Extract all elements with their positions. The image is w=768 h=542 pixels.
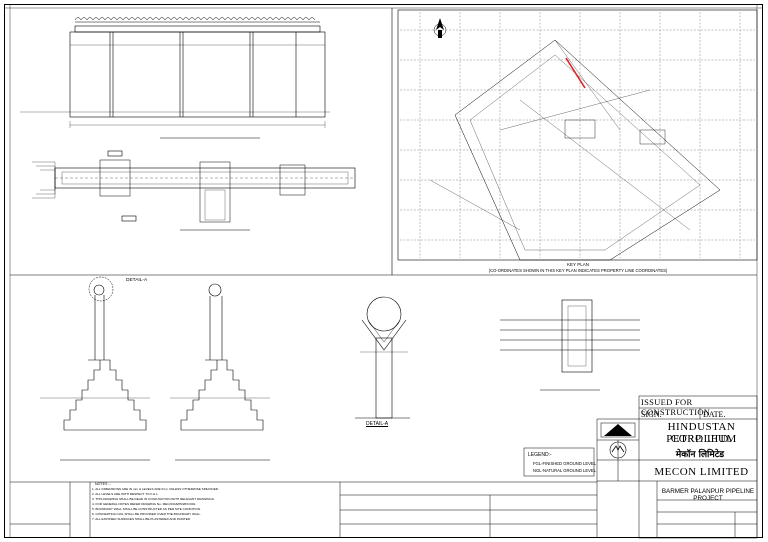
title-block-lines — [10, 395, 758, 539]
client-name-line1: HINDUSTAN PETROLEUM — [666, 421, 737, 445]
note-line: 4. FOR GENERAL NOTES REFER DRAWING No. M… — [92, 502, 197, 506]
key-plan-frame — [397, 9, 758, 261]
note-line: 1. ALL DIMENSIONS ARE IN mm & LEVELS ARE… — [92, 487, 219, 491]
section-pillar-left — [40, 276, 150, 461]
detail-a-title: DETAIL-A — [366, 421, 389, 427]
notes-header: NOTES :- — [95, 482, 111, 486]
project-name-line1: BARMER PALANPUR PIPELINE — [661, 488, 755, 495]
consultant-name-hindi: मेकॉन लिमिटेड — [675, 450, 725, 460]
mecon-logo-icon — [609, 441, 627, 459]
project-name-line2: PROJECT — [693, 495, 723, 502]
wall-plan — [32, 150, 356, 231]
legend-title: LEGEND:- — [528, 452, 552, 458]
legend-item-fgl: FGL-FINISHED GROUND LEVEL — [533, 461, 597, 466]
detail-a-callout: DETAIL-A — [126, 278, 148, 283]
client-name-line2: CORP. LTD. — [670, 433, 733, 445]
sign-label: SIGN. — [641, 410, 662, 419]
note-line: 6. CONCERTINA COIL SHALL BE PROVIDED OVE… — [92, 512, 202, 516]
detail-a-drawing — [355, 296, 410, 419]
project-name: BARMER PALANPUR PIPELINE PROJECT — [660, 488, 756, 502]
note-line: 2. ALL LEVELS ARE WITH RESPECT TO F.G.L. — [92, 492, 159, 496]
note-line: 5. BOUNDARY WALL SHALL BE CONSTRUCTED AS… — [92, 507, 201, 511]
note-line: 3. THIS DRAWING SHALL BE READ IN CONJUNC… — [92, 497, 215, 501]
consultant-name: MECON LIMITED — [654, 466, 749, 478]
wall-elevation — [20, 17, 330, 139]
section-pillar-right — [170, 283, 270, 461]
key-plan-title: KEY PLAN — [567, 262, 589, 267]
note-line: 7. ALL EXPOSED SURFACES SHALL BE PLASTER… — [92, 517, 191, 521]
drawing-sheet — [4, 4, 763, 538]
key-plan-note: (CO-ORDINATES SHOWN IN THIS KEY PLAN IND… — [488, 268, 668, 273]
issue-status: ISSUED FOR CONSTRUCTION — [641, 397, 711, 417]
date-label: DATE. — [703, 410, 726, 419]
hpcl-logo-icon — [600, 422, 636, 438]
north-arrow-icon — [433, 18, 447, 38]
legend-item-ngl: NGL-NATURAL GROUND LEVEL — [533, 468, 597, 473]
plan-detail-right — [500, 299, 640, 391]
